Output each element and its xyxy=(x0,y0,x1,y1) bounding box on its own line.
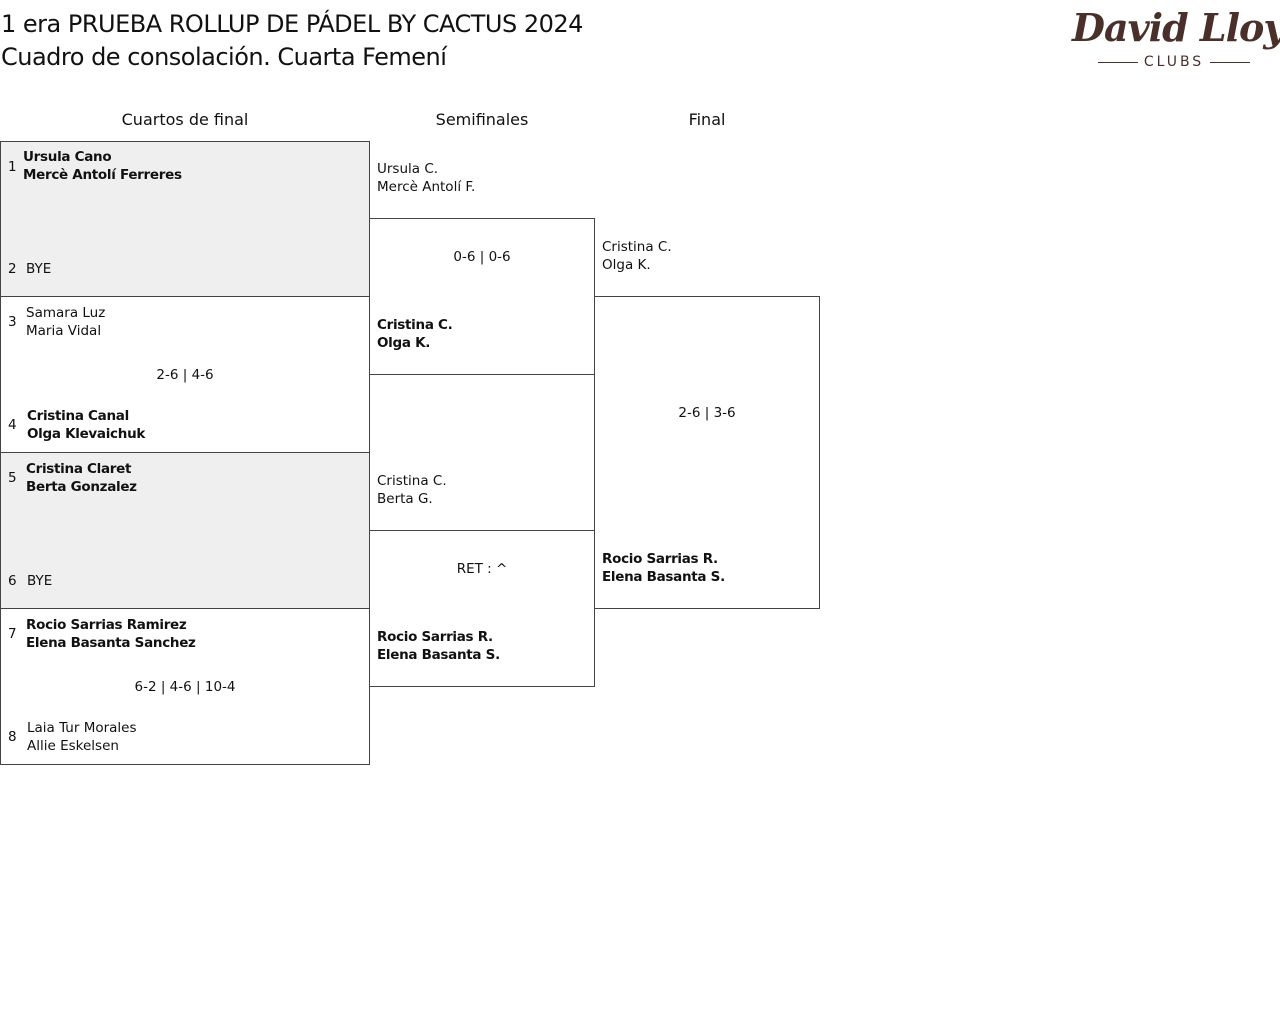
player-name: Rocio Sarrias Ramirez xyxy=(26,617,187,633)
player-name: Mercè Antolí Ferreres xyxy=(23,167,182,183)
logo-main: David Lloyd xyxy=(1072,5,1280,50)
seed: 3 xyxy=(8,314,17,330)
qf-match-3 xyxy=(0,452,370,609)
round-header-quarterfinals: Cuartos de final xyxy=(121,110,249,129)
player-name: Cristina C. xyxy=(377,317,453,333)
player-name: Allie Eskelsen xyxy=(27,738,119,754)
seed: 7 xyxy=(8,626,17,642)
bye: BYE xyxy=(26,261,52,277)
player-name: Ursula C. xyxy=(377,161,439,177)
player-name: Cristina C. xyxy=(377,473,447,489)
round-header-final: Final xyxy=(688,110,726,129)
player-name: Elena Basanta Sanchez xyxy=(26,635,196,651)
logo-sub: CLUBS xyxy=(1143,54,1205,70)
seed: 5 xyxy=(8,470,17,486)
player-name: Elena Basanta S. xyxy=(377,647,500,663)
match-score: 0-6 | 0-6 xyxy=(453,249,511,265)
final-match xyxy=(594,296,820,609)
match-score: 6-2 | 4-6 | 10-4 xyxy=(134,679,236,695)
qf-match-1 xyxy=(0,141,370,297)
draw-subtitle: Cuadro de consolación. Cuarta Femení xyxy=(1,43,447,71)
player-name: Cristina Claret xyxy=(26,461,132,477)
player-name: Berta Gonzalez xyxy=(26,479,137,495)
player-name: Maria Vidal xyxy=(26,323,102,339)
match-score: 2-6 | 3-6 xyxy=(678,405,736,421)
match-score: RET : ^ xyxy=(456,561,508,577)
player-name: Olga K. xyxy=(377,335,431,351)
seed: 4 xyxy=(8,417,17,433)
bye: BYE xyxy=(27,573,53,589)
round-header-semifinals: Semifinales xyxy=(435,110,529,129)
player-name: Laia Tur Morales xyxy=(27,720,137,736)
player-name: Berta G. xyxy=(377,491,433,507)
player-name: Elena Basanta S. xyxy=(602,569,725,585)
tournament-title: 1 era PRUEBA ROLLUP DE PÁDEL BY CACTUS 2… xyxy=(1,10,583,38)
player-name: Samara Luz xyxy=(26,305,106,321)
seed: 8 xyxy=(8,729,17,745)
player-name: Rocio Sarrias R. xyxy=(377,629,493,645)
player-name: Cristina C. xyxy=(602,239,672,255)
player-name: Olga K. xyxy=(602,257,651,273)
player-name: Mercè Antolí F. xyxy=(377,179,476,195)
player-name: Ursula Cano xyxy=(23,149,112,165)
player-name: Olga Klevaichuk xyxy=(27,426,146,442)
seed: 1 xyxy=(8,159,17,175)
seed: 2 xyxy=(8,261,17,277)
player-name: Cristina Canal xyxy=(27,408,129,424)
david-lloyd-logo: David Lloyd CLUBS xyxy=(1072,0,1280,82)
seed: 6 xyxy=(8,573,17,589)
match-score: 2-6 | 4-6 xyxy=(156,367,214,383)
player-name: Rocio Sarrias R. xyxy=(602,551,718,567)
